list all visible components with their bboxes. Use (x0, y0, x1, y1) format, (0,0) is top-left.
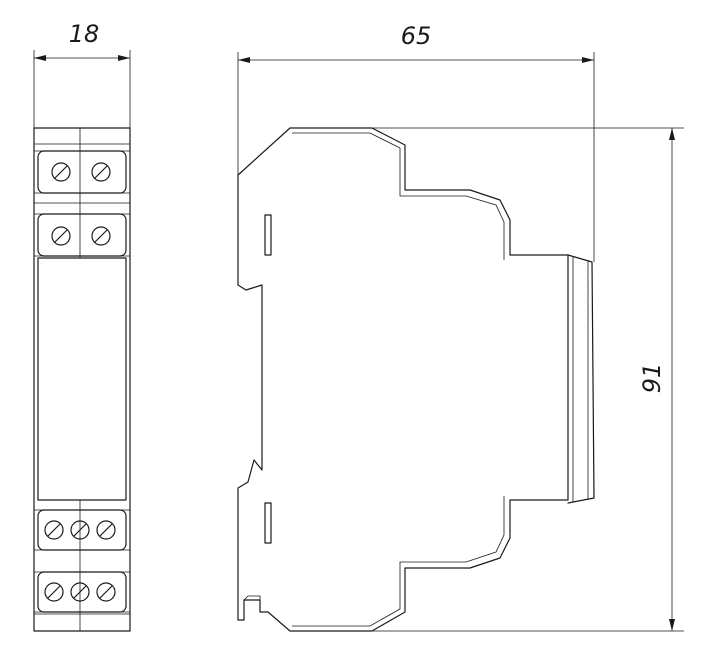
front-view (33, 127, 131, 632)
bottom-terminal-block-2 (34, 571, 130, 613)
bottom-screws (44, 520, 116, 602)
screw-icon (70, 520, 90, 540)
screw-icon (91, 162, 111, 182)
screw-icon (44, 582, 64, 602)
top-screws (51, 162, 111, 246)
screw-icon (96, 582, 116, 602)
dimension-height: 91 (372, 127, 684, 632)
clip-slot (264, 502, 272, 544)
screw-icon (96, 520, 116, 540)
screw-icon (51, 226, 71, 246)
bottom-terminal-block-1 (34, 509, 130, 551)
dimension-length: 65 (237, 22, 595, 262)
screw-icon (44, 520, 64, 540)
side-view-front-face (567, 254, 595, 504)
side-view-outline (237, 127, 569, 632)
screw-icon (51, 162, 71, 182)
dimension-height-label: 91 (638, 363, 666, 394)
side-view (237, 127, 595, 632)
clip-slot (264, 214, 272, 256)
dimension-length-label: 65 (401, 22, 432, 50)
top-terminal-block-2 (34, 213, 130, 257)
front-panel (37, 257, 127, 501)
dimension-width: 18 (33, 20, 131, 128)
front-view-body (33, 127, 131, 632)
top-terminal-block-1 (34, 150, 130, 194)
screw-icon (70, 582, 90, 602)
dimension-width-label: 18 (69, 20, 100, 48)
screw-icon (91, 226, 111, 246)
